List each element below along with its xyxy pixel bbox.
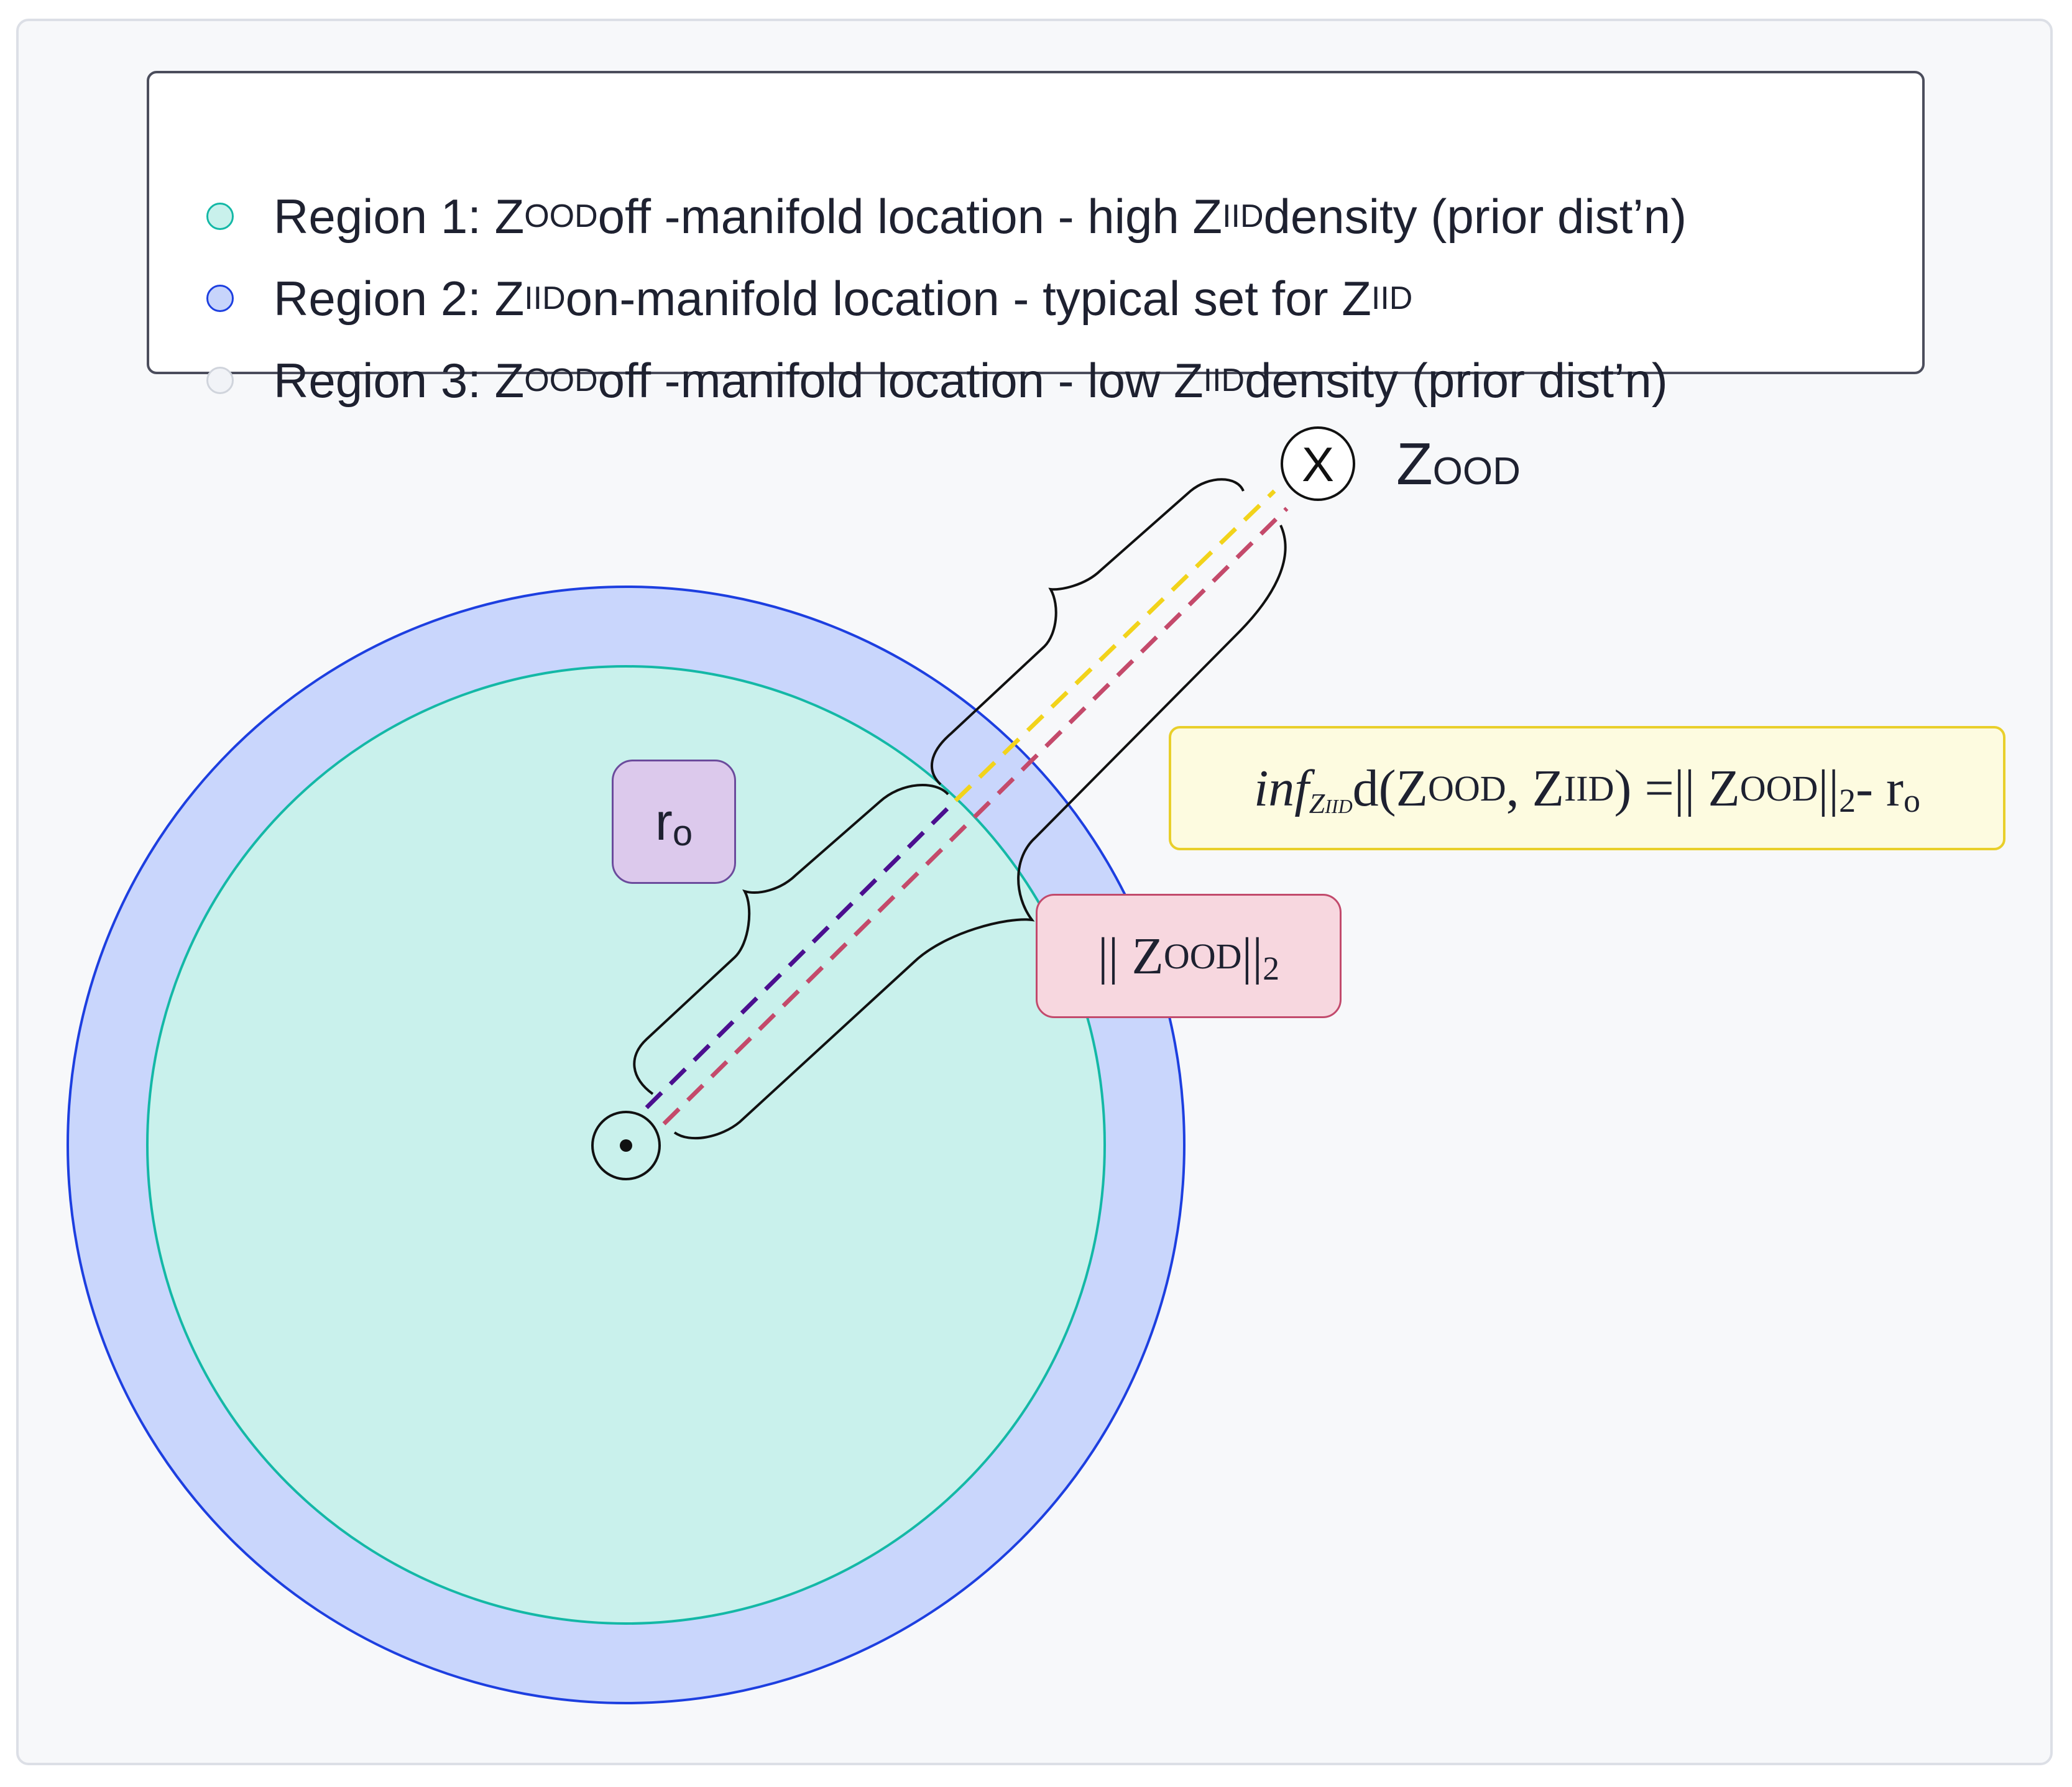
- dash-line-purple: [645, 799, 957, 1109]
- dash-line-yellow: [954, 489, 1276, 802]
- region-1-swatch: [206, 203, 234, 230]
- zood-point-symbol: X: [1302, 437, 1334, 492]
- zood-point-marker: [1281, 426, 1355, 501]
- dash-line-red: [662, 507, 1289, 1126]
- brace-norm-segment: [673, 525, 1287, 1140]
- region-3-swatch: [206, 367, 234, 394]
- brace-radius-segment: [633, 784, 949, 1095]
- origin-dot: [620, 1139, 632, 1152]
- zood-label: ZOOD: [1396, 431, 1521, 497]
- origin-marker: [591, 1111, 661, 1180]
- brace-yellow-segment: [931, 478, 1245, 786]
- region-2-swatch: [206, 285, 234, 312]
